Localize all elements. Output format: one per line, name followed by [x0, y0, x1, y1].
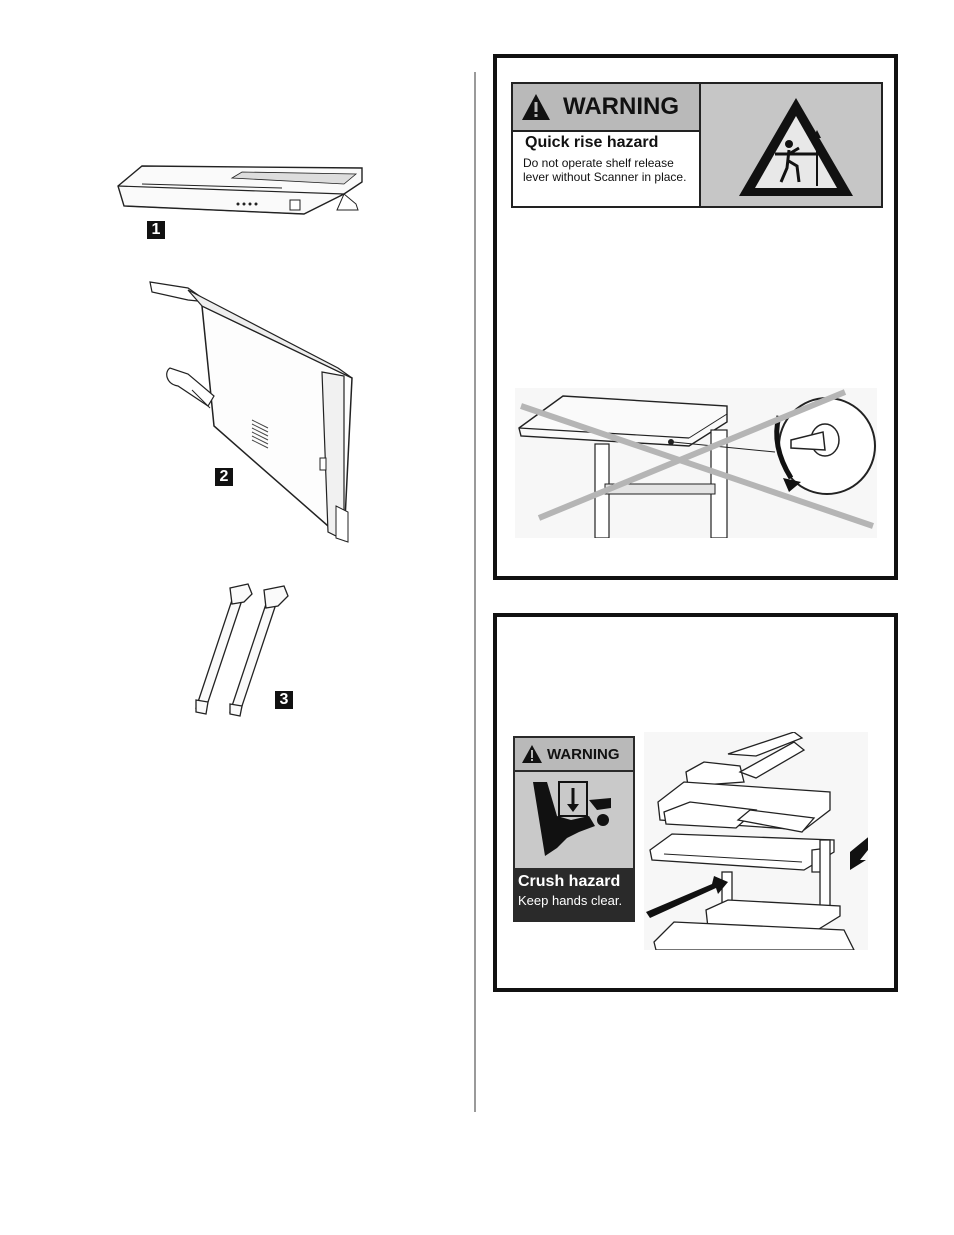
quick-rise-instruction-2: lever without Scanner in place. — [523, 170, 686, 184]
crush-warning-header: WARNING — [515, 738, 633, 770]
parts-column: 1 2 3 — [0, 0, 470, 1235]
quick-rise-warning-frame: WARNING Quick rise hazard Do not operate… — [493, 54, 898, 580]
warning-signal-word: WARNING — [563, 93, 679, 121]
item-number-2: 2 — [215, 468, 233, 486]
quick-rise-hazard-title: Quick rise hazard — [525, 134, 658, 152]
quick-rise-hazard-icon — [737, 96, 855, 200]
quick-rise-warning-label: WARNING Quick rise hazard Do not operate… — [511, 82, 883, 208]
item-number-3: 3 — [275, 691, 293, 709]
crush-signal-word: WARNING — [547, 746, 620, 763]
crush-hazard-title: Crush hazard — [518, 873, 620, 891]
warning-exclamation-icon — [521, 744, 543, 764]
crush-instruction: Keep hands clear. — [518, 893, 622, 908]
item-number-1: 1 — [147, 221, 165, 239]
crush-warning-frame: WARNING Crush hazard Keep hands clear. — [493, 613, 898, 992]
quick-rise-instruction-1: Do not operate shelf release — [523, 156, 674, 170]
hazard-divider — [513, 130, 699, 132]
shelf-release-lever-prohibited-illustration — [515, 388, 877, 538]
crush-warning-label: WARNING Crush hazard Keep hands clear. — [513, 736, 635, 922]
scanner-shelf-illustration — [112, 160, 370, 222]
warning-header-bar: WARNING — [513, 84, 699, 130]
warning-exclamation-icon — [521, 93, 551, 121]
crush-hand-icon — [523, 776, 627, 866]
mounting-bracket-illustration — [148, 276, 354, 546]
scanner-shelf-pinch-points-illustration — [644, 732, 868, 950]
column-divider — [474, 72, 476, 1112]
